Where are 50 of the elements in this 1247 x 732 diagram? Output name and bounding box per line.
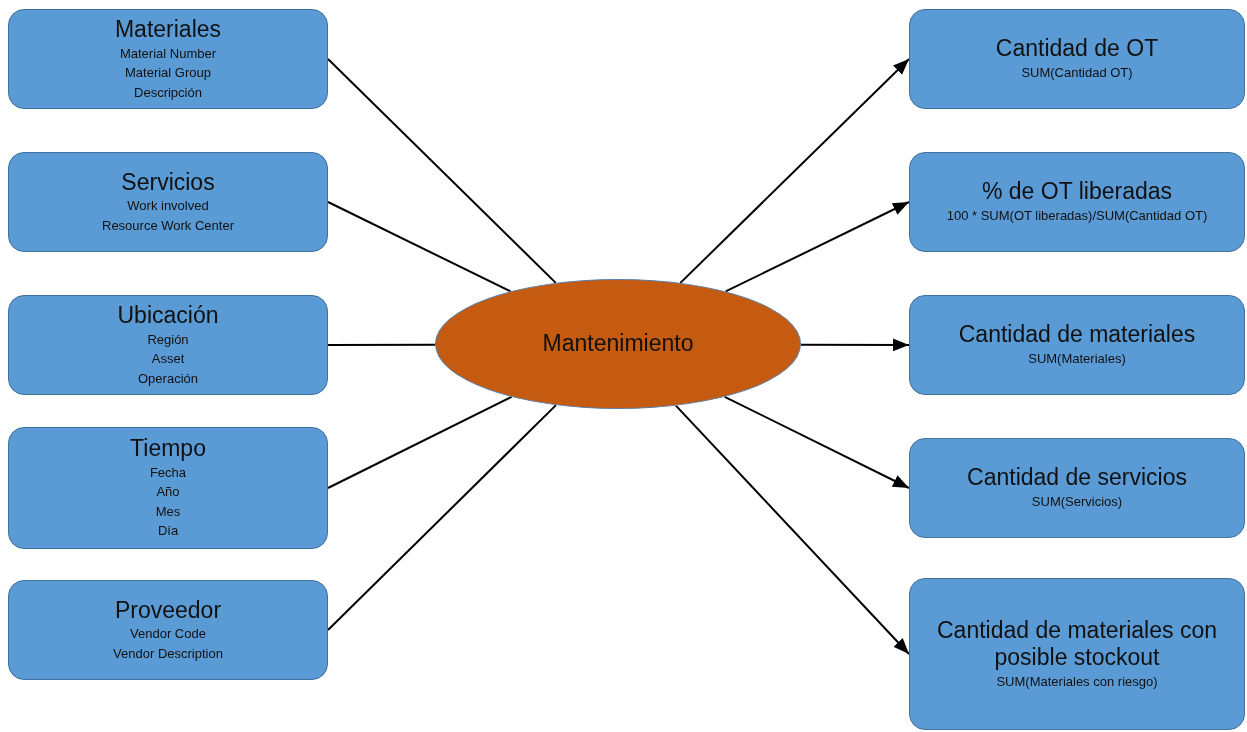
connector-line [327, 343, 436, 346]
box-title: Cantidad de materiales con posible stockout [936, 616, 1218, 672]
box-title: Proveedor [114, 596, 222, 625]
box-item: Vendor Description [113, 644, 223, 663]
box-title: Servicios [121, 168, 215, 197]
category-box [909, 9, 1245, 109]
box-item: Fecha [149, 463, 187, 482]
arrow [800, 338, 910, 352]
connector-line [327, 58, 557, 284]
box-item: Material Group [125, 64, 211, 83]
box-item: Resource Work Center [102, 216, 234, 235]
box-item: Operación [138, 369, 198, 388]
box-item: Descripción [134, 83, 202, 102]
arrow [724, 201, 910, 293]
box-item: 100 * SUM(OT liberadas)/SUM(Cantidad OT) [946, 207, 1208, 226]
box-item: Material Number [119, 44, 217, 63]
box-title: Tiempo [130, 435, 206, 463]
box-item: SUM(Cantidad OT) [1021, 64, 1133, 83]
box-item: SUM(Servicios) [1031, 493, 1123, 512]
box-title: Cantidad de servicios [967, 464, 1187, 493]
category-box [909, 152, 1245, 252]
box-item: SUM(Materiales con riesgo) [996, 672, 1158, 691]
center-label: Mantenimiento [542, 330, 694, 358]
box-item: Año [156, 483, 180, 502]
category-box [8, 152, 328, 252]
box-title: % de OT liberadas [981, 178, 1173, 207]
category-box [8, 427, 328, 549]
box-title: Cantidad de OT [995, 35, 1159, 64]
box-item: Work involved [127, 197, 209, 216]
connector-line [327, 201, 512, 293]
category-box [8, 295, 328, 395]
category-box [8, 580, 328, 680]
arrow [679, 58, 910, 284]
category-box [909, 295, 1245, 395]
box-title: Ubicación [117, 301, 219, 330]
box-item: Mes [155, 502, 181, 521]
category-box [8, 9, 328, 109]
connector-line [327, 404, 557, 631]
connector-line [327, 395, 513, 489]
box-title: Cantidad de materiales [958, 321, 1196, 350]
box-item: Día [157, 522, 179, 541]
category-box [909, 578, 1245, 730]
arrow [674, 404, 910, 655]
box-item: Asset [151, 350, 185, 369]
box-title: Materiales [114, 15, 222, 44]
box-item: Región [147, 330, 189, 349]
box-item: Vendor Code [130, 625, 206, 644]
arrow [723, 395, 910, 489]
category-box [909, 438, 1245, 538]
box-item: SUM(Materiales) [1028, 350, 1126, 369]
